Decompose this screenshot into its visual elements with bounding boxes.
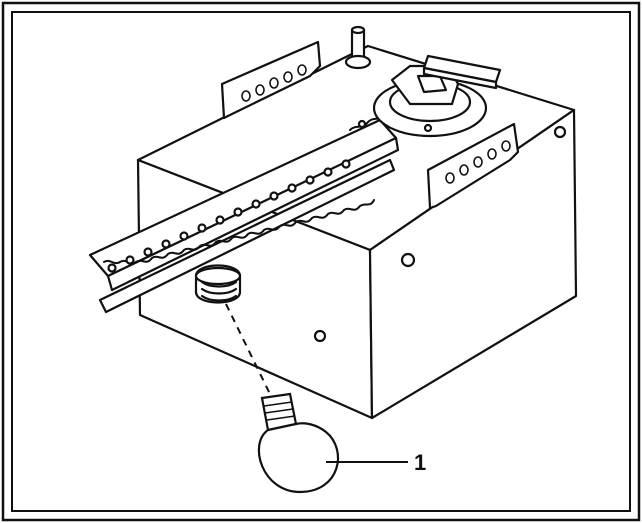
- opener-unit: [88, 25, 578, 420]
- housing-screw: [400, 252, 416, 268]
- right-bracket-holes: [445, 140, 511, 184]
- bulb-base-threads: [263, 401, 296, 421]
- right-bracket: [426, 122, 520, 210]
- bulb-socket: [194, 264, 242, 304]
- inner-frame: [11, 11, 631, 512]
- sprocket-screw: [423, 123, 433, 133]
- adjust-post-cap: [350, 25, 366, 35]
- light-bulb: [257, 392, 340, 494]
- bulb-glass: [257, 422, 340, 494]
- chain: [103, 89, 441, 273]
- top-right-bracket-side: [422, 66, 498, 90]
- callout-number: 1: [414, 450, 426, 475]
- housing-screw: [553, 125, 567, 139]
- left-bracket-holes: [241, 64, 307, 102]
- housing-screw: [313, 329, 327, 343]
- rail-side: [106, 136, 400, 292]
- install-guide-line: [225, 303, 271, 395]
- adjust-post-base: [344, 54, 372, 70]
